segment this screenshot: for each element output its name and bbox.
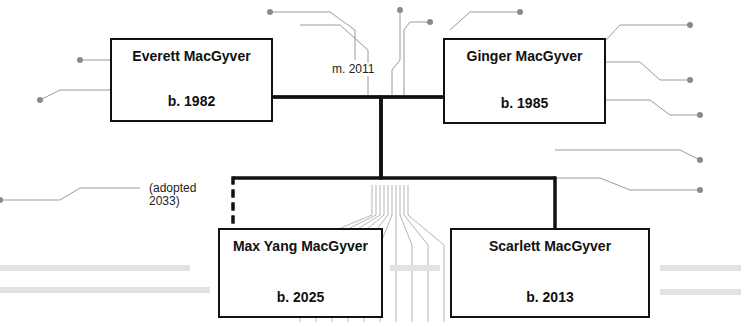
- person-name: Ginger MacGyver: [467, 48, 583, 65]
- person-box: Scarlett MacGyver b. 2013: [450, 228, 650, 318]
- person-box: Max Yang MacGyver b. 2025: [218, 228, 383, 318]
- person-box: Everett MacGyver b. 1982: [110, 38, 273, 122]
- person-name: Scarlett MacGyver: [489, 238, 611, 255]
- birth-year: b. 1985: [501, 95, 548, 112]
- adoption-label: (adopted 2033): [147, 182, 217, 208]
- marriage-label: m. 2011: [330, 63, 376, 76]
- birth-year: b. 1982: [168, 93, 215, 110]
- person-name: Everett MacGyver: [132, 48, 250, 65]
- birth-year: b. 2025: [277, 289, 324, 306]
- birth-year: b. 2013: [526, 289, 573, 306]
- person-box: Ginger MacGyver b. 1985: [443, 38, 606, 124]
- person-name: Max Yang MacGyver: [233, 238, 368, 255]
